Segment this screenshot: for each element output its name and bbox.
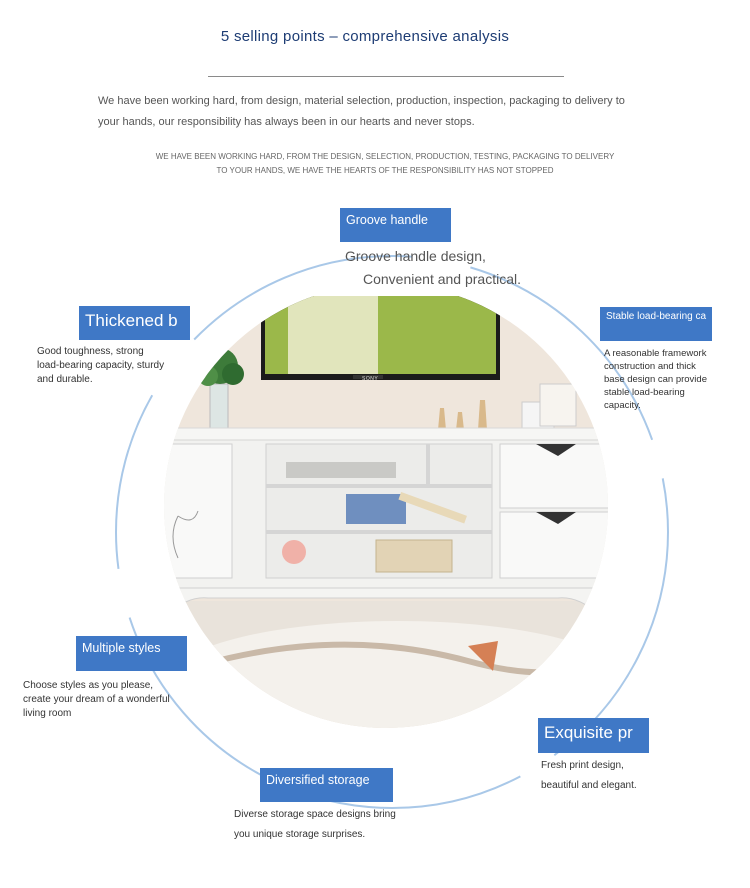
groove-handle-line-2: Convenient and practical. [363, 271, 521, 287]
multiple-styles-description: Choose styles as you please, create your… [23, 679, 208, 721]
diversified-storage-description: Diverse storage space designs bring you … [234, 805, 454, 845]
multiple-desc-line-1: Choose styles as you please, [23, 680, 154, 691]
groove-handle-description: Groove handle design, Convenient and pra… [345, 245, 565, 291]
exquisite-print-description: Fresh print design, beautiful and elegan… [541, 756, 701, 796]
intro-paragraph: We have been working hard, from design, … [98, 95, 625, 128]
stable-load-bearing-description: A reasonable framework construction and … [604, 347, 739, 412]
stable-load-bearing-label: Stable load-bearing ca [600, 307, 712, 341]
stable-desc-line-3: base design can provide [604, 374, 707, 385]
intro-caps: WE HAVE BEEN WORKING HARD, FROM THE DESI… [120, 150, 650, 178]
exquisite-desc-line-2: beautiful and elegant. [541, 780, 637, 791]
title-divider [208, 76, 564, 77]
product-photo [164, 296, 608, 728]
thickened-label: Thickened b [79, 306, 190, 340]
storage-desc-line-2: you unique storage surprises. [234, 829, 366, 840]
stable-desc-line-1: A reasonable framework [604, 348, 707, 359]
exquisite-desc-line-1: Fresh print design, [541, 760, 624, 771]
groove-handle-label: Groove handle [340, 208, 451, 242]
stable-desc-line-4: stable load-bearing [604, 387, 685, 398]
page-title: 5 selling points – comprehensive analysi… [220, 28, 510, 45]
thickened-desc-line-3: and durable. [37, 374, 93, 385]
intro-caps-line-1: WE HAVE BEEN WORKING HARD, FROM THE DESI… [155, 152, 615, 161]
diversified-storage-label: Diversified storage [260, 768, 393, 802]
stable-desc-line-5: capacity. [604, 400, 641, 411]
multiple-desc-line-2: create your dream of a wonderful [23, 694, 170, 705]
thickened-desc-line-2: load-bearing capacity, sturdy [37, 360, 165, 371]
multiple-styles-label: Multiple styles [76, 636, 187, 671]
stable-desc-line-2: construction and thick [604, 361, 696, 372]
exquisite-print-label: Exquisite pr [538, 718, 649, 753]
thickened-description: Good toughness, strong load-bearing capa… [37, 345, 197, 387]
groove-handle-line-1: Groove handle design, [345, 248, 486, 264]
thickened-desc-line-1: Good toughness, strong [37, 346, 144, 357]
tv-brand-logo: SONY [362, 376, 379, 382]
multiple-desc-line-3: living room [23, 708, 72, 719]
intro-caps-line-2: TO YOUR HANDS, WE HAVE THE HEARTS OF THE… [216, 166, 554, 175]
storage-desc-line-1: Diverse storage space designs bring [234, 809, 396, 820]
